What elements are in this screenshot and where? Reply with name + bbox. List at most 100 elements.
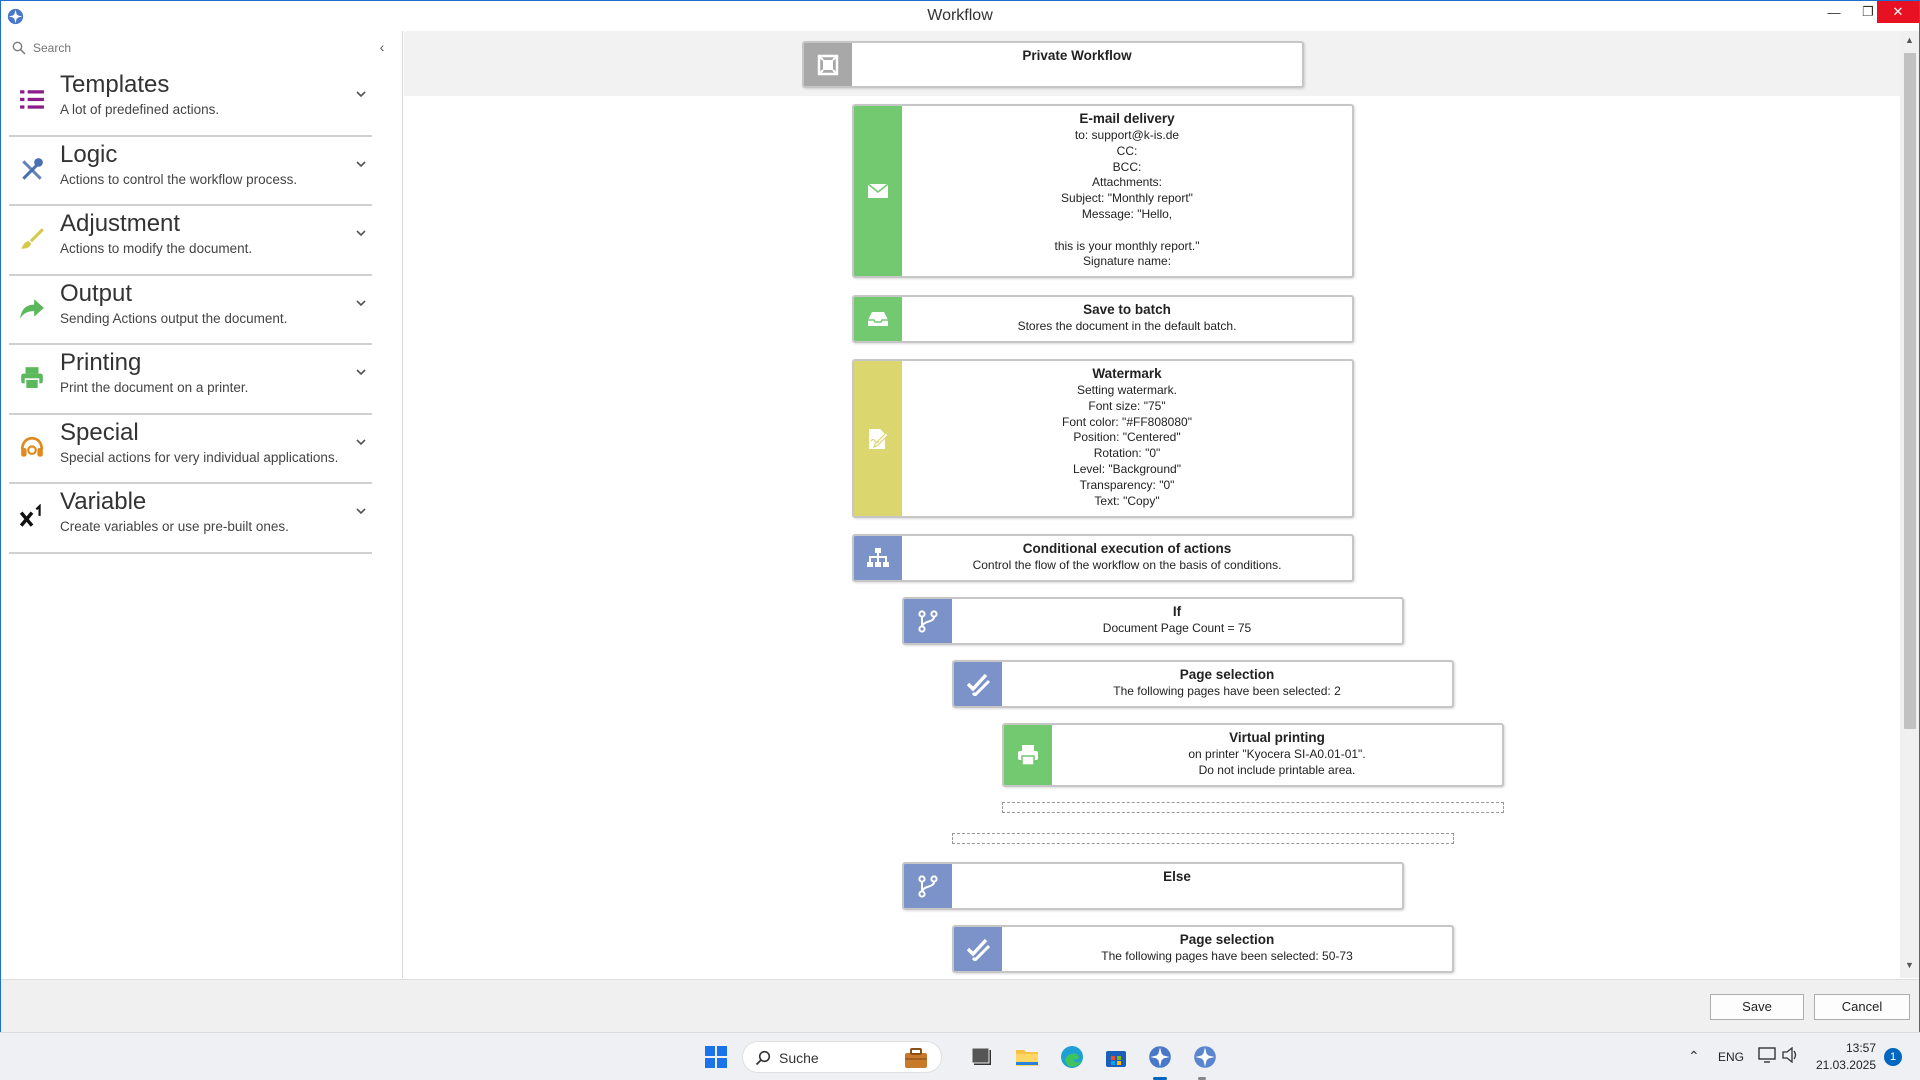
card-title: Conditional execution of actions — [1022, 541, 1232, 556]
dialog-footer: Save Cancel — [1, 979, 1919, 1032]
vertical-scrollbar[interactable]: ▲ ▼ — [1900, 31, 1919, 978]
headset-icon — [19, 435, 45, 461]
card-detail-line: Transparency: "0" — [1079, 477, 1175, 492]
chevron-down-icon[interactable] — [354, 226, 368, 240]
category-subtitle: Print the document on a printer. — [60, 380, 249, 395]
chevron-down-icon[interactable] — [354, 365, 368, 379]
taskbar-search-label: Suche — [779, 1050, 819, 1066]
clock-date[interactable]: 21.03.2025 — [1815, 1058, 1876, 1072]
card-detail-line: Signature name: — [1082, 254, 1172, 269]
card-detail-line: Setting watermark. — [1076, 383, 1178, 397]
watermark-edit-icon — [854, 361, 902, 516]
double-check-icon — [954, 662, 1002, 706]
action-card-else[interactable]: Else — [902, 862, 1404, 910]
card-content: Private Workflow — [852, 47, 1302, 65]
restore-button[interactable]: ❐ — [1862, 4, 1874, 19]
category-subtitle: Sending Actions output the document. — [60, 310, 288, 326]
workflow-app-icon[interactable] — [1191, 1043, 1219, 1071]
card-title: Page selection — [1179, 932, 1275, 947]
edge-browser-icon[interactable] — [1058, 1043, 1086, 1071]
collapse-sidebar-button[interactable]: ‹ — [379, 39, 385, 55]
scroll-thumb[interactable] — [1904, 53, 1916, 729]
card-detail-line: Position: "Centered" — [1073, 430, 1181, 445]
save-button[interactable]: Save — [1710, 994, 1804, 1020]
card-detail-line: Attachments: — [1091, 175, 1163, 190]
action-drop-zone[interactable] — [1002, 802, 1504, 813]
speaker-icon[interactable] — [1782, 1046, 1800, 1068]
category-subtitle: Create variables or use pre-built ones. — [60, 519, 289, 534]
envelope-icon — [854, 106, 902, 276]
category-title: Logic — [60, 140, 118, 168]
card-title: Virtual printing — [1229, 730, 1325, 745]
minimize-button[interactable]: — — [1827, 4, 1841, 20]
card-title: Page selection — [1179, 667, 1275, 682]
hierarchy-icon — [854, 536, 902, 580]
action-drop-zone[interactable] — [952, 833, 1454, 844]
store-icon[interactable] — [1102, 1043, 1130, 1071]
card-detail-line: Text: "Copy" — [1094, 493, 1160, 508]
category-subtitle: Actions to modify the document. — [60, 241, 253, 256]
inbox-tray-icon — [854, 297, 902, 341]
card-detail-line: Document Page Count = 75 — [1102, 621, 1252, 635]
chevron-down-icon[interactable] — [354, 296, 368, 310]
terminal-icon[interactable] — [968, 1043, 996, 1071]
cancel-button[interactable]: Cancel — [1814, 994, 1910, 1020]
card-detail-line: Do not include printable area. — [1198, 762, 1356, 777]
workflow-header-card[interactable]: Private Workflow — [802, 41, 1304, 88]
chevron-down-icon[interactable] — [354, 87, 368, 101]
chevron-down-icon[interactable] — [354, 435, 368, 449]
language-indicator[interactable]: ENG — [1718, 1050, 1745, 1064]
network-icon[interactable] — [1758, 1047, 1776, 1068]
scroll-up-arrow-icon[interactable]: ▲ — [1905, 35, 1914, 45]
category-title: Templates — [60, 71, 170, 98]
branch-icon — [904, 599, 952, 643]
card-detail-line: this is your monthly report." — [1054, 238, 1200, 253]
scroll-down-arrow-icon[interactable]: ▼ — [1905, 960, 1914, 970]
notification-badge[interactable]: 1 — [1884, 1048, 1902, 1066]
card-detail-line: Stores the document in the default batch… — [1017, 319, 1237, 333]
chevron-down-icon[interactable] — [354, 504, 368, 518]
card-detail-line: Rotation: "0" — [1093, 446, 1161, 461]
category-title: Variable — [60, 488, 147, 515]
show-hidden-icons-chevron-icon[interactable]: ⌃ — [1688, 1048, 1700, 1064]
card-title: Watermark — [1092, 366, 1162, 381]
category-title: Special — [60, 418, 139, 446]
windows-start-icon[interactable] — [702, 1043, 730, 1071]
list-icon — [19, 87, 45, 113]
clock-time[interactable]: 13:57 — [1845, 1041, 1876, 1055]
share-arrow-icon — [19, 296, 45, 322]
taskbar-search-box[interactable]: Suche — [742, 1041, 942, 1073]
open-app-indicator — [1198, 1077, 1206, 1080]
file-explorer-icon[interactable] — [1013, 1043, 1041, 1071]
close-button[interactable]: ✕ — [1877, 1, 1919, 23]
card-detail-line: Font size: "75" — [1088, 398, 1166, 413]
card-title: Else — [1163, 869, 1191, 884]
workflow-app-icon[interactable] — [1146, 1043, 1174, 1071]
chevron-down-icon[interactable] — [354, 157, 368, 171]
card-detail-line: Control the flow of the workflow on the … — [972, 558, 1282, 572]
search-input[interactable] — [33, 39, 363, 57]
printer-icon — [1004, 725, 1052, 785]
